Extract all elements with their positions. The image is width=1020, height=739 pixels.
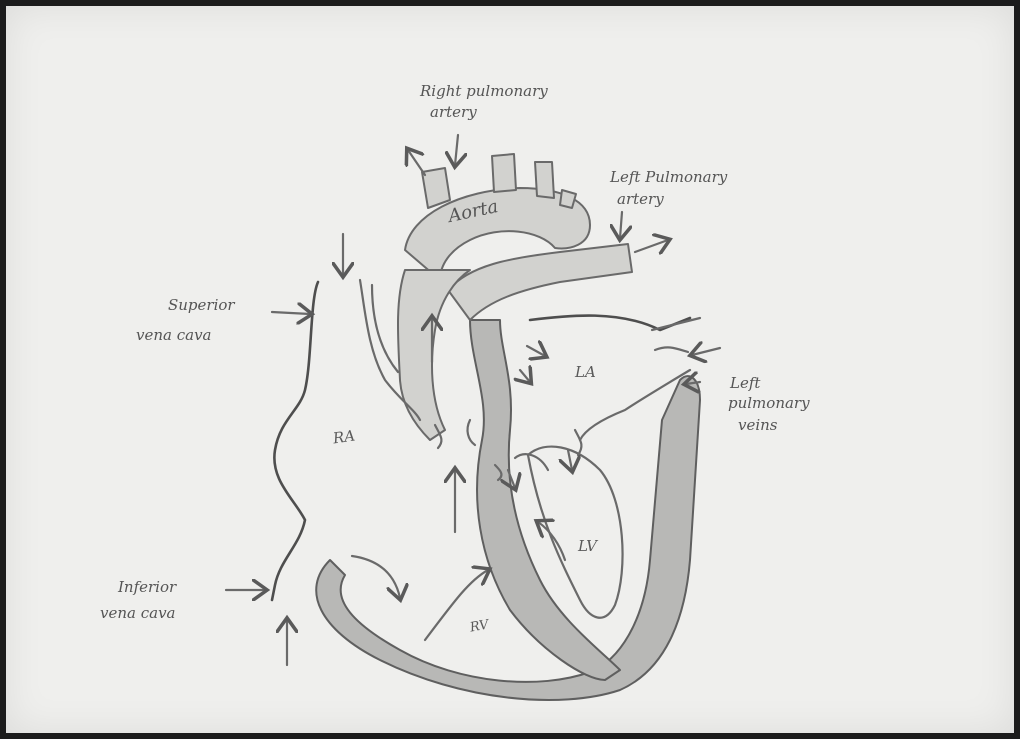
label-la: LA	[575, 363, 596, 382]
label-left-pulmonary-veins-3: veins	[738, 416, 778, 435]
aorta-branch-1	[422, 168, 450, 208]
label-left-pulmonary-artery-1: Left Pulmonary	[610, 168, 727, 187]
pulmonary-trunk	[448, 244, 632, 320]
label-superior-vena-cava-1: Superior	[168, 296, 235, 315]
label-right-pulmonary-artery-2: artery	[430, 103, 477, 122]
arrow-ra-to-rv	[352, 556, 400, 598]
label-left-pulmonary-veins-1: Left	[730, 374, 760, 393]
arrow-la-1	[527, 346, 545, 356]
aorta-branch-4	[560, 190, 576, 208]
label-superior-vena-cava-2: vena cava	[136, 326, 211, 345]
arrow-rpa-label	[455, 135, 458, 165]
arrow-rpa-out	[408, 150, 425, 175]
la-vein-1	[652, 318, 700, 330]
la-vein-2	[655, 347, 688, 352]
arrow-la-to-lv	[568, 450, 572, 470]
arrow-lpa-out	[635, 240, 668, 252]
arrow-lpa-label	[620, 212, 622, 238]
label-ra: RA	[332, 427, 357, 449]
arrow-lpv-in	[692, 348, 720, 355]
valve-flap-5	[575, 430, 581, 455]
arrow-la-2	[520, 370, 530, 382]
arrow-svc-label	[272, 312, 310, 314]
valve-flap-2	[468, 420, 475, 445]
label-inferior-vena-cava-1: Inferior	[118, 578, 176, 597]
label-left-pulmonary-veins-2: pulmonary	[728, 394, 810, 413]
septum-wall	[470, 320, 620, 680]
label-right-pulmonary-artery-1: Right pulmonary	[420, 82, 548, 101]
vena-cava-left-line	[272, 282, 318, 600]
label-lv: LV	[578, 537, 597, 556]
aorta-branch-2	[492, 154, 516, 192]
label-inferior-vena-cava-2: vena cava	[100, 604, 175, 623]
label-left-pulmonary-artery-2: artery	[617, 190, 664, 209]
aorta-branch-3	[535, 162, 554, 198]
label-rv: RV	[468, 616, 490, 638]
left-atrium-outline	[530, 316, 690, 330]
